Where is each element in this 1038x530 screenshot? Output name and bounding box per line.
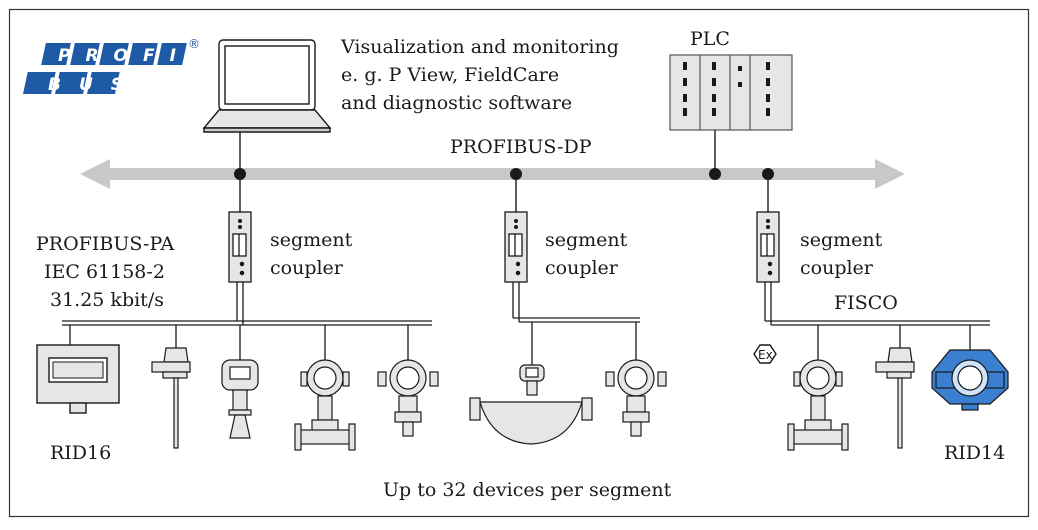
visualization-label-line2: e. g. P View, FieldCare [341, 64, 560, 86]
coriolis-flowmeter [469, 364, 593, 445]
pa-label-line1: PROFIBUS-PA [36, 233, 175, 255]
pa-label-line2: IEC 61158-2 [44, 261, 165, 283]
plc-label: PLC [690, 28, 730, 50]
rid14-field-indicator [931, 349, 1009, 411]
logo-registered-mark: ® [188, 37, 200, 51]
pa-segment-lines [62, 282, 990, 365]
footer-caption: Up to 32 devices per segment [383, 479, 672, 501]
ex-explosion-protection-icon: Ex [753, 344, 777, 364]
visualization-label-line3: and diagnostic software [341, 92, 573, 114]
temperature-transmitter-1 [151, 347, 191, 449]
radar-level-sensor [221, 359, 259, 439]
coupler1-label-line1: segment [270, 229, 353, 251]
flowmeter-1 [294, 359, 356, 451]
segment-coupler-2 [504, 211, 528, 283]
fisco-label: FISCO [834, 292, 898, 314]
pa-label-line3: 31.25 kbit/s [50, 289, 164, 311]
coupler3-label-line2: coupler [800, 257, 873, 279]
laptop-computer [202, 39, 332, 133]
profibus-logo: PROFI BUS ® [23, 37, 200, 95]
segment-coupler-1 [228, 211, 252, 283]
dp-bus-label: PROFIBUS-DP [450, 136, 592, 158]
pressure-transmitter-1 [377, 359, 439, 437]
rid16-display-device [36, 344, 120, 414]
rid16-label: RID16 [50, 442, 112, 464]
outer-frame [8, 8, 1030, 518]
rid14-label: RID14 [944, 442, 1006, 464]
flowmeter-2 [787, 359, 849, 451]
plc-rack [669, 54, 793, 131]
coupler1-label-line2: coupler [270, 257, 343, 279]
coupler2-label-line2: coupler [545, 257, 618, 279]
pressure-transmitter-2 [605, 359, 667, 437]
dp-bus-arrow [80, 159, 905, 189]
segment-coupler-3 [756, 211, 780, 283]
coupler2-label-line1: segment [545, 229, 628, 251]
coupler3-label-line1: segment [800, 229, 883, 251]
logo-bottom-word: BUS [48, 75, 141, 95]
temperature-transmitter-2 [875, 347, 915, 449]
logo-top-word: PROFI [58, 46, 191, 66]
bus-junction-dots [234, 168, 774, 180]
visualization-label-line1: Visualization and monitoring [341, 36, 619, 58]
ex-symbol-text: Ex [758, 348, 773, 362]
